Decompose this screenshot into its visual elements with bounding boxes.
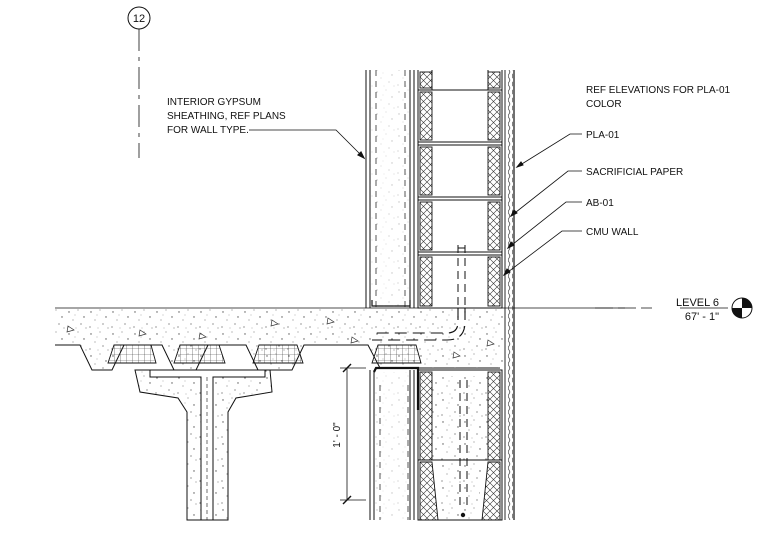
pla-label: PLA-01 [586, 130, 620, 141]
level-name: LEVEL 6 [676, 297, 719, 309]
grid-bubble-label: 12 [133, 13, 145, 25]
deck-insulation [107, 344, 422, 364]
pla-note: PLA-01 [515, 130, 620, 169]
lower-stud-wall [369, 366, 420, 520]
gypsum-note-line-3: FOR WALL TYPE. [167, 125, 249, 136]
gypsum-note-line-1: INTERIOR GYPSUM [167, 97, 261, 108]
dimension-vertical [340, 363, 366, 505]
level-marker [595, 297, 753, 319]
ref-elevations-line-1: REF ELEVATIONS FOR PLA-01 [586, 85, 731, 96]
gypsum-note-line-2: SHEATHING, REF PLANS [167, 111, 286, 122]
rebar-hook [372, 308, 466, 341]
cmu-note: CMU WALL [502, 227, 639, 277]
cmu-wall-lower [417, 369, 503, 521]
ref-elevations-line-2: COLOR [586, 99, 622, 110]
cmu-wall-upper [417, 70, 503, 309]
ab-note: AB-01 [506, 198, 614, 250]
paper-label: SACRIFICIAL PAPER [586, 167, 683, 178]
concrete-beam [134, 369, 273, 521]
ab-label: AB-01 [586, 198, 614, 209]
upper-stud-wall [365, 70, 415, 308]
paper-note: SACRIFICIAL PAPER [509, 167, 683, 218]
grid-bubble: 12 [127, 6, 151, 158]
ref-elevations-note: REF ELEVATIONS FOR PLA-01 COLOR [586, 85, 731, 110]
dimension-label: 1' - 0" [332, 422, 343, 448]
level-elevation: 67' - 1" [685, 311, 719, 323]
exterior-finish-layers [504, 70, 515, 520]
gypsum-note: INTERIOR GYPSUM SHEATHING, REF PLANS FOR… [167, 97, 366, 160]
cmu-label: CMU WALL [586, 227, 639, 238]
concrete-slab [55, 308, 503, 371]
